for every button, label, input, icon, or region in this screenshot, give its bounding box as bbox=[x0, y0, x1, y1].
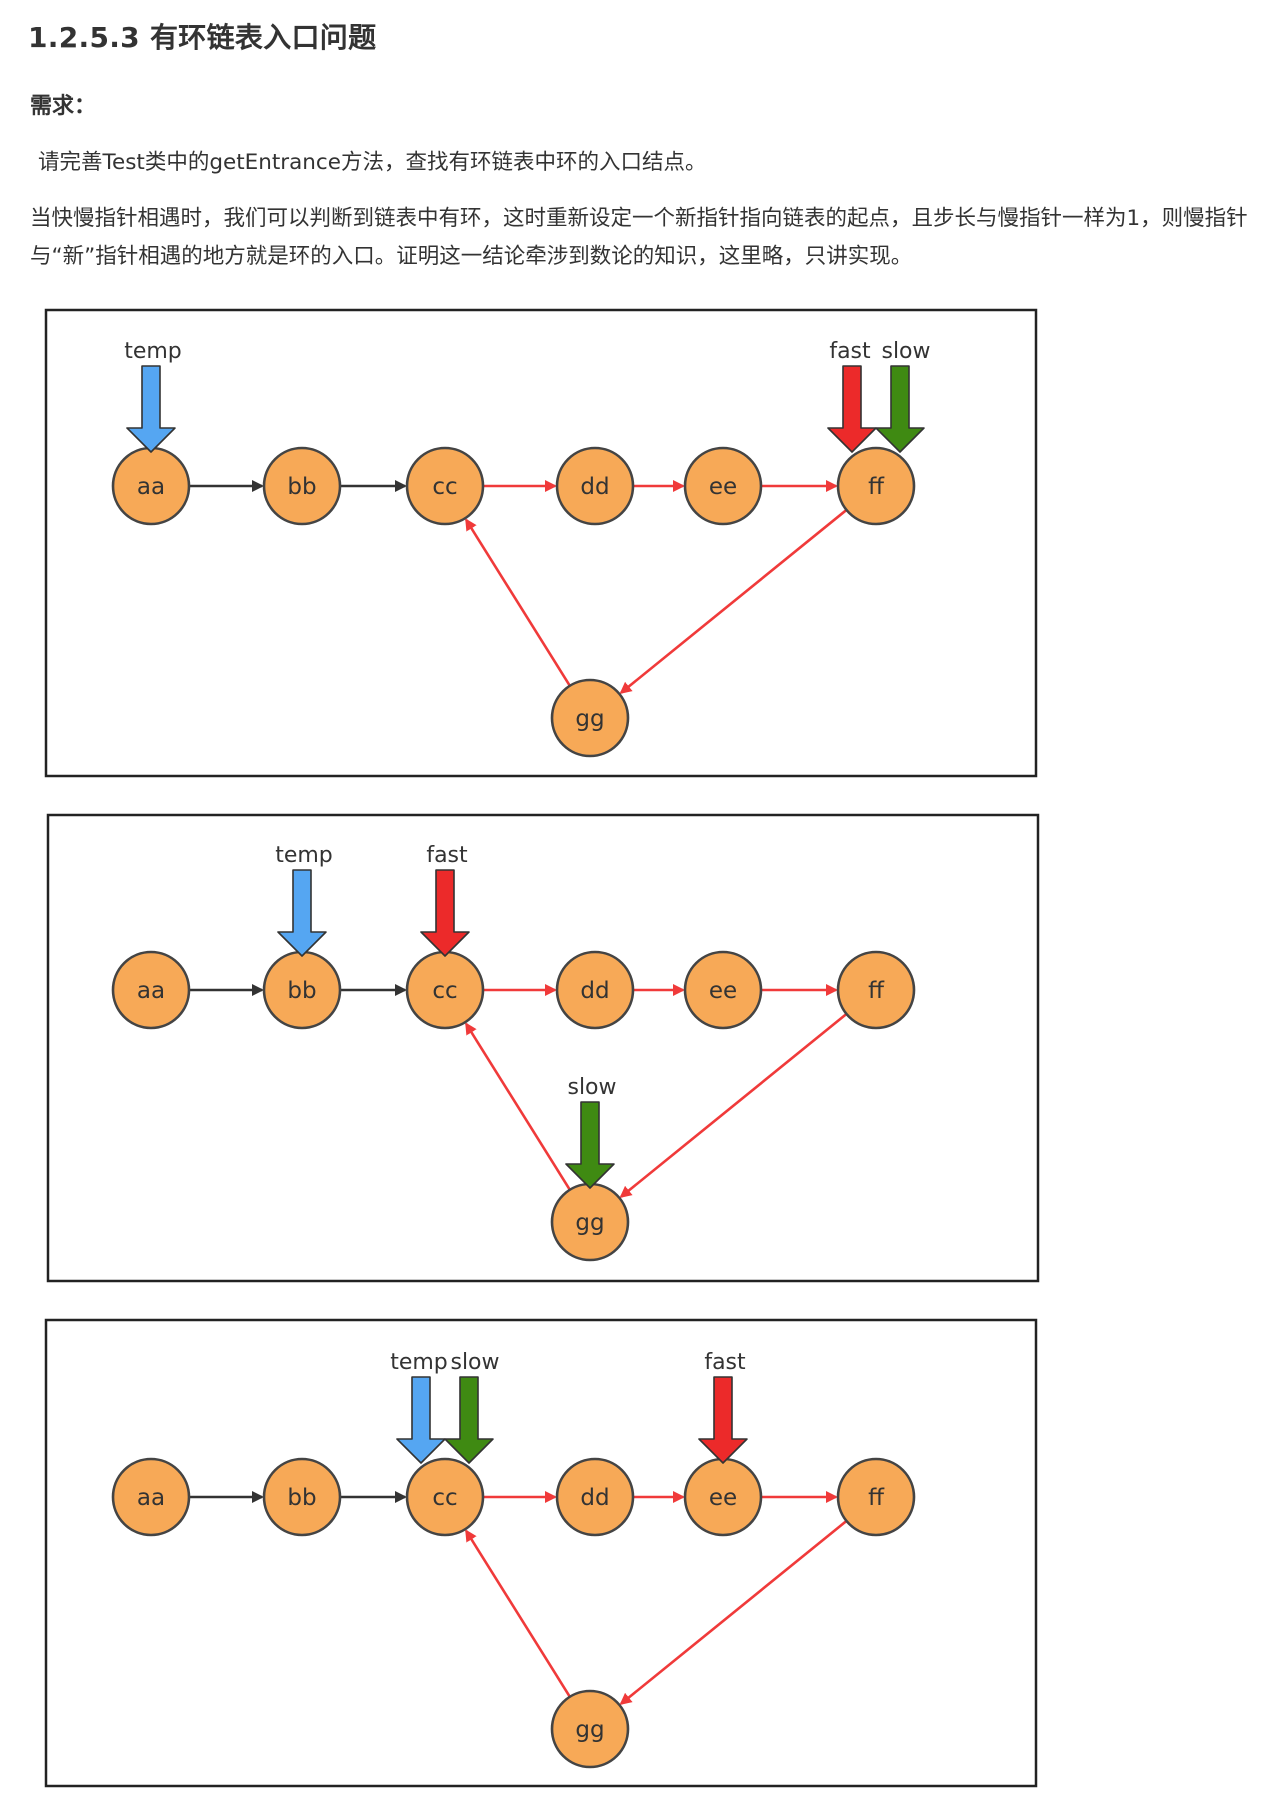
node-label: aa bbox=[137, 474, 165, 500]
node-ee bbox=[683, 950, 763, 1030]
node-label: gg bbox=[575, 1210, 604, 1236]
node-cc bbox=[405, 446, 485, 526]
requirement-text: 请完善Test类中的getEntrance方法，查找有环链表中环的入口结点。 bbox=[38, 150, 707, 175]
edge-gg-cc bbox=[465, 518, 571, 687]
temp-pointer-label: temp bbox=[124, 339, 182, 364]
node-ff bbox=[836, 950, 916, 1030]
node-label: cc bbox=[432, 1485, 457, 1511]
node-ff bbox=[836, 446, 916, 526]
node-label: cc bbox=[432, 978, 457, 1004]
edge-ff-gg bbox=[619, 508, 848, 695]
node-ff bbox=[836, 1457, 916, 1537]
node-label: dd bbox=[580, 1485, 609, 1511]
node-label: ee bbox=[709, 474, 737, 500]
slow-pointer-arrow bbox=[444, 1376, 494, 1464]
fast-pointer-arrow bbox=[420, 869, 470, 957]
temp-pointer-label: temp bbox=[390, 1350, 448, 1375]
node-label: ee bbox=[709, 1485, 737, 1511]
edge-gg-cc bbox=[465, 1022, 571, 1191]
node-label: gg bbox=[575, 706, 604, 732]
node-label: aa bbox=[137, 978, 165, 1004]
temp-pointer-arrow bbox=[126, 365, 176, 453]
section-title: 1.2.5.3 有环链表入口问题 bbox=[28, 21, 377, 54]
slow-pointer-label: slow bbox=[881, 339, 930, 364]
diagram-frame bbox=[44, 1318, 1038, 1788]
node-bb bbox=[262, 446, 342, 526]
node-ee bbox=[683, 446, 763, 526]
node-bb bbox=[262, 1457, 342, 1537]
fast-pointer-label: fast bbox=[704, 1350, 746, 1375]
temp-pointer-arrow bbox=[277, 869, 327, 957]
node-label: bb bbox=[287, 1485, 316, 1511]
node-label: dd bbox=[580, 474, 609, 500]
node-label: cc bbox=[432, 474, 457, 500]
fast-pointer-label: fast bbox=[426, 843, 468, 868]
node-label: dd bbox=[580, 978, 609, 1004]
slow-pointer-arrow bbox=[565, 1101, 615, 1189]
node-label: aa bbox=[137, 1485, 165, 1511]
fast-pointer-arrow bbox=[698, 1376, 748, 1464]
requirement-label: 需求： bbox=[30, 94, 97, 119]
explanation-text: 当快慢指针相遇时，我们可以判断到链表中有环，这时重新设定一个新指针指向链表的起点… bbox=[30, 206, 1248, 269]
node-label: ee bbox=[709, 978, 737, 1004]
node-cc bbox=[405, 1457, 485, 1537]
edge-ff-gg bbox=[619, 1012, 848, 1199]
node-dd bbox=[555, 950, 635, 1030]
node-label: ff bbox=[868, 1485, 885, 1511]
slow-pointer-label: slow bbox=[450, 1350, 499, 1375]
node-aa bbox=[111, 950, 191, 1030]
diagram-panel-2: aa bb cc dd ee ff gg temp fast slow bbox=[46, 813, 1040, 1283]
temp-pointer-label: temp bbox=[275, 843, 333, 868]
edge-ff-gg bbox=[619, 1519, 848, 1706]
slow-pointer-label: slow bbox=[567, 1075, 616, 1100]
node-aa bbox=[111, 1457, 191, 1537]
diagram-frame bbox=[44, 308, 1038, 778]
node-label: bb bbox=[287, 474, 316, 500]
node-label: bb bbox=[287, 978, 316, 1004]
node-label: ff bbox=[868, 978, 885, 1004]
fast-pointer-arrow bbox=[827, 365, 877, 453]
node-dd bbox=[555, 446, 635, 526]
node-label: gg bbox=[575, 1717, 604, 1743]
temp-pointer-arrow bbox=[396, 1376, 446, 1464]
node-gg bbox=[550, 678, 630, 758]
diagram-frame bbox=[46, 813, 1040, 1283]
edge-gg-cc bbox=[465, 1529, 571, 1698]
slow-pointer-arrow bbox=[875, 365, 925, 453]
node-gg bbox=[550, 1689, 630, 1769]
node-dd bbox=[555, 1457, 635, 1537]
node-label: ff bbox=[868, 474, 885, 500]
diagram-panel-1: aa bb cc dd ee ff gg temp fast slow bbox=[44, 308, 1038, 778]
fast-pointer-label: fast bbox=[829, 339, 871, 364]
